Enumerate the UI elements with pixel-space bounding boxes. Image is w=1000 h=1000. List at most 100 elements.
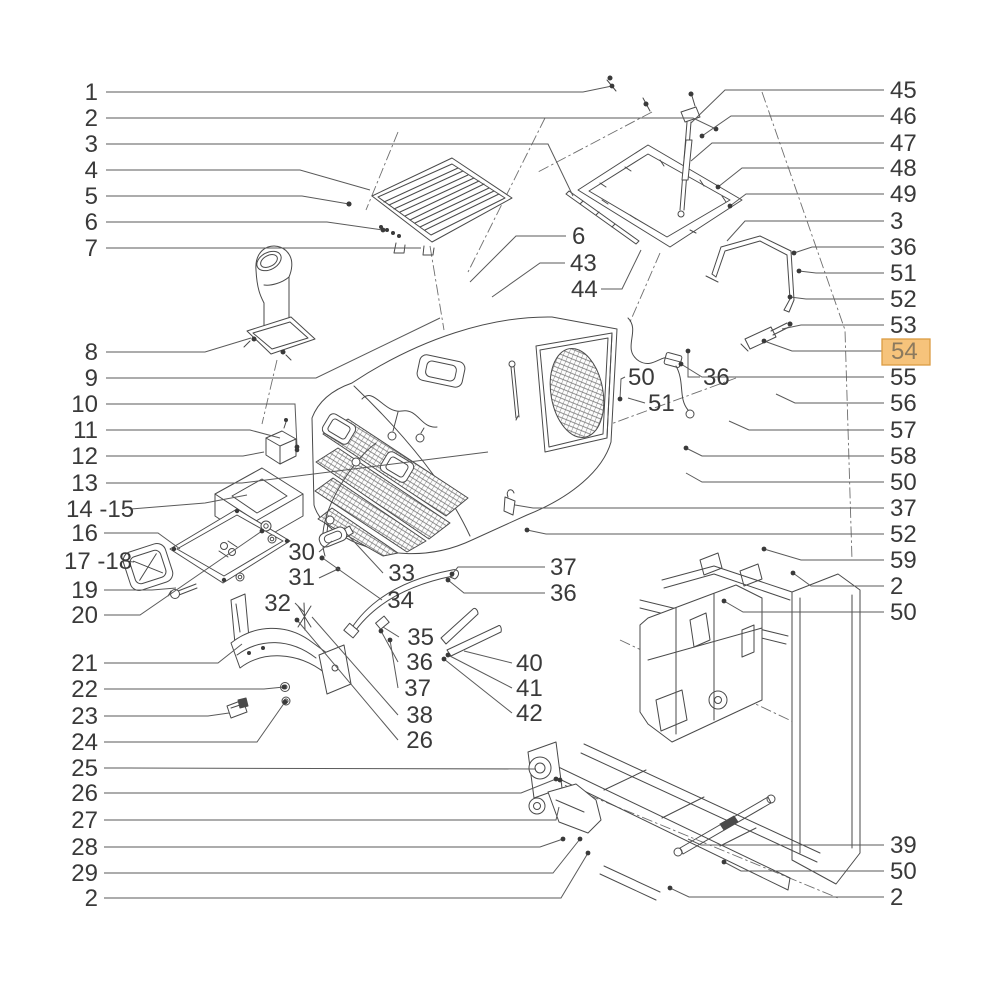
fastener-dot-R49 [727,203,733,209]
leader-line-R50 [685,472,884,483]
fastener-dot-L29 [577,836,583,842]
leader-line-L28 [104,838,564,848]
callout-C40: 40 [516,650,543,677]
leader-line-C44 [601,249,642,290]
leader-line-C34 [323,558,383,601]
leader-line-R39 [687,838,884,846]
callout-C42: 42 [516,700,543,727]
callout-L3: 3 [85,131,98,158]
support-bracket [547,783,602,834]
callout-R59: 59 [890,547,917,574]
callout-R50: 50 [890,469,917,496]
callout-L21: 21 [71,650,98,677]
leader-line-R58 [685,447,884,457]
side-mesh-screen [549,347,605,439]
fastener-dot-R2 [790,570,796,576]
highlight-box-R54 [881,338,931,366]
work-lamp [122,543,174,591]
leader-line-R50C [723,861,884,872]
leader-line-L16 [104,532,181,550]
callout-C36: 36 [703,364,730,391]
headlight-opening [321,413,357,445]
leader-line-L2 [106,117,717,130]
callout-L20: 20 [71,602,98,629]
callout-R56: 56 [890,390,917,417]
callout-R53: 53 [890,312,917,339]
leader-line-L14 [130,494,248,510]
leader-line-R57 [728,420,884,431]
fastener-dot-C36B [378,628,384,634]
leader-line-C36 [687,351,700,378]
callout-L10: 10 [71,391,98,418]
fastener-dot-C26B [294,617,300,623]
callout-L28: 28 [71,834,98,861]
fastener-dot-R52 [787,294,793,300]
leader-line-R52 [789,296,884,300]
leader-line-L27 [104,806,560,821]
leader-line-L24 [104,701,286,743]
callout-L19: 19 [71,577,98,604]
callout-R52: 52 [890,286,917,313]
callout-R58: 58 [890,443,917,470]
exhaust-stack [243,245,316,361]
fastener-dot-R58 [683,445,689,451]
callout-R2: 2 [890,573,903,600]
callout-C34: 34 [387,587,414,614]
callout-C26B: 26 [406,727,433,754]
leader-line-C33 [346,533,384,574]
fastener-dot-L5 [346,201,352,207]
callout-C44: 44 [571,276,598,303]
leader-line-R2 [792,572,884,587]
callout-C30: 30 [288,539,315,566]
fastener-dot-L10 [294,444,300,450]
callout-C37B: 37 [404,675,431,702]
chassis-frame [527,552,861,901]
leader-line-C31 [318,568,339,579]
callout-R39: 39 [890,832,917,859]
screw [607,75,613,81]
fastener-dot-R54 [761,338,767,344]
callout-R2B: 2 [890,884,903,911]
callout-C36B: 36 [406,649,433,676]
callout-L2B: 2 [85,885,98,912]
fastener-dot-C41 [445,652,451,658]
hood-handle-recess [416,354,466,388]
fastener-dot-C37D [449,571,455,577]
fastener-dot-L22 [281,684,287,690]
callout-C43: 43 [570,250,597,277]
leader-line-R3 [726,220,884,242]
fastener-dot-R50C [721,859,727,865]
leader-line-R47 [690,142,884,162]
callout-R50C: 50 [890,858,917,885]
callout-L4: 4 [85,157,98,184]
leader-line-R52B [526,529,884,535]
fastener-dot-R36 [791,250,797,256]
leader-line-R56 [775,393,884,404]
callout-L11: 11 [73,417,98,444]
leader-line-L22 [104,686,285,690]
chassis-side-plate [791,573,861,885]
leader-line-R36 [793,246,884,254]
leader-line-R48 [717,167,884,188]
bumper-bracket [226,593,352,719]
radiator-grille-panel [346,157,513,256]
screw [688,91,694,97]
fastener-dot-R52B [524,527,530,533]
callout-C31: 31 [288,564,315,591]
leader-line-C40 [463,650,513,664]
leader-line-L6 [106,221,384,231]
leader-line-C43 [491,262,565,298]
callout-R36: 36 [890,234,917,261]
callout-C50: 50 [628,364,655,391]
washer [267,534,277,544]
headlamp-assembly [122,467,304,599]
radiator-support-rail [661,565,793,601]
leader-line-L17 [123,560,135,563]
release-cable [343,569,460,639]
spring-clip [297,602,312,631]
leader-line-R45 [690,89,884,124]
exhaust-flange [246,316,316,355]
frame-rail [544,761,791,891]
